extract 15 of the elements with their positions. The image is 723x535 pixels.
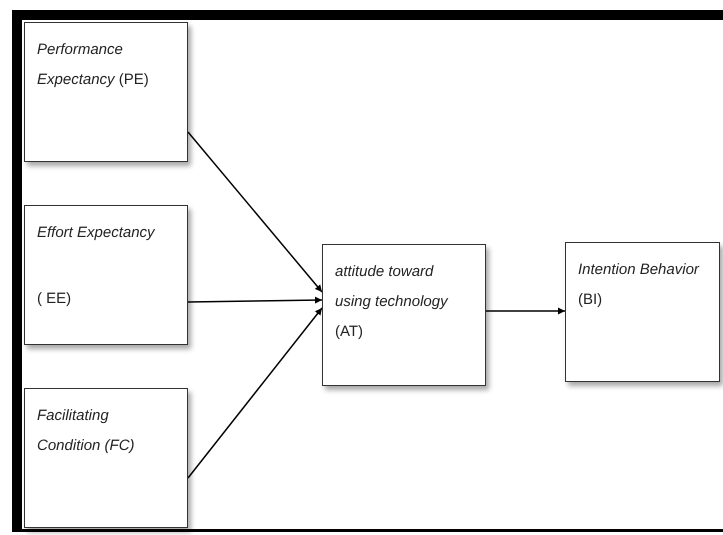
box-label: Intention Behavior (BI) bbox=[578, 260, 700, 310]
concept-box bbox=[322, 244, 486, 386]
box-label: Facilitating Condition (FC) bbox=[37, 406, 136, 456]
arrow bbox=[188, 296, 322, 304]
concept-box bbox=[24, 205, 188, 345]
arrow bbox=[486, 308, 565, 314]
arrow bbox=[187, 308, 323, 478]
concept-box bbox=[565, 242, 720, 382]
concept-box bbox=[24, 388, 188, 528]
concept-box bbox=[24, 22, 188, 162]
box-label: ( EE) bbox=[37, 289, 72, 309]
box-label: Performance Expectancy (PE) bbox=[37, 40, 150, 90]
box-label: attitude toward using technology (AT) bbox=[335, 262, 450, 342]
arrow bbox=[187, 132, 323, 292]
box-label: Effort Expectancy bbox=[37, 223, 156, 243]
